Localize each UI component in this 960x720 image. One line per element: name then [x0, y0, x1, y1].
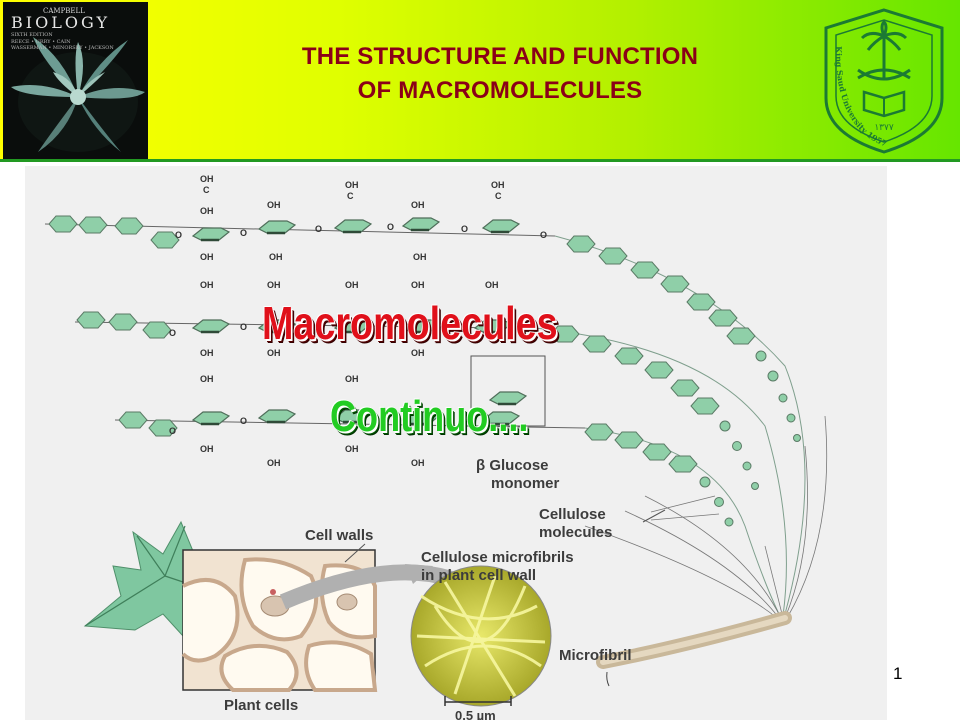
book-cover-image: CAMPBELL BIOLOGY SIXTH EDITION REECE • U…: [3, 2, 148, 159]
svg-text:O: O: [240, 228, 247, 238]
slide-title: THE STRUCTURE AND FUNCTION OF MACROMOLEC…: [180, 40, 820, 108]
svg-text:OH: OH: [267, 200, 281, 210]
svg-text:OH: OH: [267, 458, 281, 468]
svg-text:C: C: [495, 191, 502, 201]
glucose-monomer-box: [470, 355, 546, 427]
svg-text:OH: OH: [345, 180, 359, 190]
header-bar: CAMPBELL BIOLOGY SIXTH EDITION REECE • U…: [0, 0, 960, 160]
microfibrils-label-line2: in plant cell wall: [421, 567, 537, 584]
svg-text:OH: OH: [269, 252, 283, 262]
plant-cells-diagram: [181, 549, 490, 692]
cell-walls-label: Cell walls: [305, 527, 374, 544]
svg-text:OH: OH: [345, 444, 359, 454]
svg-text:OH: OH: [345, 280, 359, 290]
svg-text:OH: OH: [267, 348, 281, 358]
glucose-monomer-label-line2: monomer: [491, 475, 560, 492]
svg-text:O: O: [461, 224, 468, 234]
svg-text:O: O: [315, 224, 322, 234]
svg-text:O: O: [169, 426, 176, 436]
microfibril-micrograph: [410, 565, 552, 707]
svg-text:O: O: [540, 230, 547, 240]
header-divider: [0, 159, 960, 162]
svg-text:OH: OH: [200, 252, 214, 262]
svg-text:OH: OH: [267, 280, 281, 290]
slide-title-line2: OF MACROMOLECULES: [357, 77, 643, 104]
fibril-fan-lines: [584, 415, 828, 619]
cellulose-chain-rows: [44, 215, 586, 437]
university-seal-icon: ١٣٧٧ King Saud University 1957: [818, 6, 950, 156]
svg-text:OH: OH: [411, 458, 425, 468]
book-title: BIOLOGY: [11, 13, 110, 32]
svg-text:OH: OH: [200, 280, 214, 290]
svg-text:OH: OH: [413, 252, 427, 262]
cellulose-chain-rings: [550, 235, 801, 527]
svg-text:O: O: [175, 230, 182, 240]
microfibril-label: Microfibril: [559, 647, 632, 664]
svg-text:C: C: [203, 185, 210, 195]
svg-text:OH: OH: [485, 280, 499, 290]
cellulose-molecules-label-line2: molecules: [539, 524, 613, 541]
plant-cells-label: Plant cells: [224, 697, 299, 714]
scale-bar-label: 0.5 µm: [455, 708, 496, 720]
svg-text:OH: OH: [200, 174, 214, 184]
svg-text:O: O: [240, 322, 247, 332]
succulent-plant-icon: [11, 37, 145, 152]
cellulose-chain-curves: [534, 235, 806, 619]
svg-text:OH: OH: [491, 180, 505, 190]
seal-arabic-year: ١٣٧٧: [874, 123, 894, 133]
svg-text:OH: OH: [200, 348, 214, 358]
svg-text:C: C: [347, 191, 354, 201]
book-authors-line2: WASSERMAN • MINORSKY • JACKSON: [11, 45, 114, 51]
svg-text:OH: OH: [411, 200, 425, 210]
svg-text:O: O: [169, 328, 176, 338]
svg-text:OH: OH: [200, 206, 214, 216]
svg-text:O: O: [387, 222, 394, 232]
glucose-monomer-label-line1: β Glucose: [476, 457, 549, 474]
overlay-title: Macromolecules: [262, 297, 558, 349]
svg-text:OH: OH: [200, 444, 214, 454]
book-authors-line1: REECE • URRY • CAIN: [11, 39, 71, 45]
overlay-subtitle: Continuo....: [330, 392, 529, 441]
svg-text:OH: OH: [411, 348, 425, 358]
svg-text:O: O: [240, 416, 247, 426]
microfibrils-label-line1: Cellulose microfibrils: [421, 549, 574, 566]
slide-number: 1: [893, 664, 903, 683]
book-publisher: CAMPBELL: [43, 7, 85, 15]
cellulose-molecules-label-line1: Cellulose: [539, 506, 606, 523]
svg-text:OH: OH: [345, 374, 359, 384]
svg-text:OH: OH: [200, 374, 214, 384]
book-edition: SIXTH EDITION: [11, 32, 53, 38]
slide-title-line1: THE STRUCTURE AND FUNCTION: [301, 43, 699, 70]
svg-text:OH: OH: [411, 280, 425, 290]
